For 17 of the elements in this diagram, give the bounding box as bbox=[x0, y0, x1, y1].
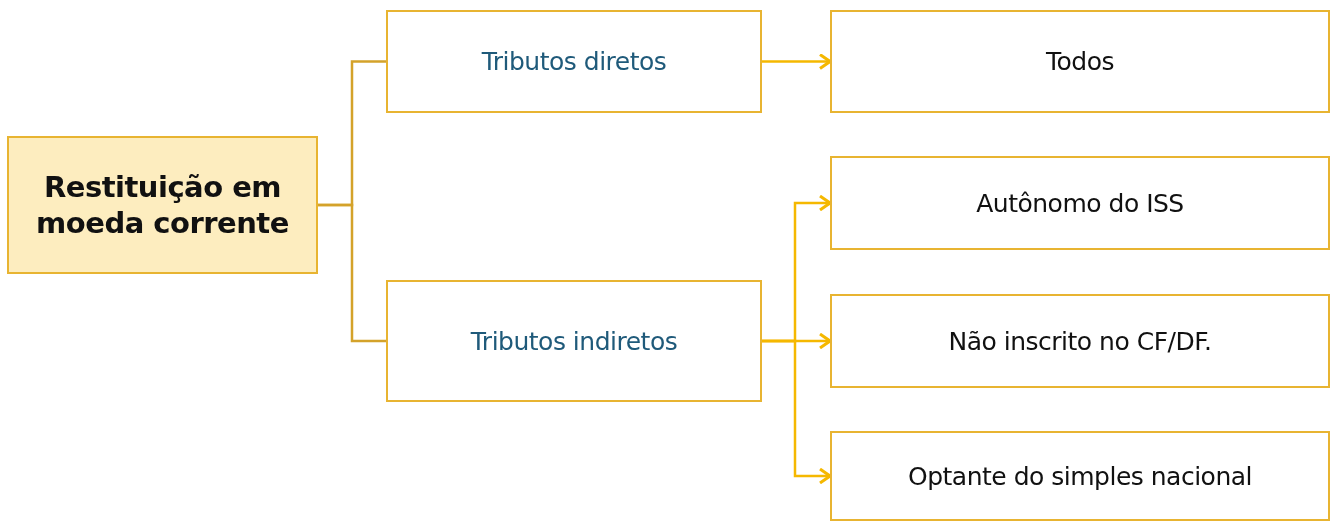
connector-line bbox=[318, 203, 386, 343]
node-label: Optante do simples nacional bbox=[908, 461, 1252, 491]
node-label: Todos bbox=[1046, 47, 1114, 76]
arrow bbox=[762, 339, 832, 485]
arrow bbox=[762, 53, 832, 70]
category-box bbox=[386, 280, 762, 402]
item-box bbox=[830, 294, 1330, 388]
item-box bbox=[830, 156, 1330, 250]
node-label: Autônomo do ISS bbox=[976, 188, 1184, 218]
node-label: Tributos indiretos bbox=[470, 326, 678, 356]
node-label: Restituição em moeda corrente bbox=[35, 168, 290, 242]
category-box bbox=[386, 10, 762, 113]
item-box bbox=[830, 431, 1330, 521]
item-box bbox=[830, 10, 1330, 113]
root-box bbox=[7, 136, 318, 274]
node-label: Tributos diretos bbox=[481, 47, 667, 76]
node-label: Não inscrito no CF/DF. bbox=[948, 326, 1212, 356]
